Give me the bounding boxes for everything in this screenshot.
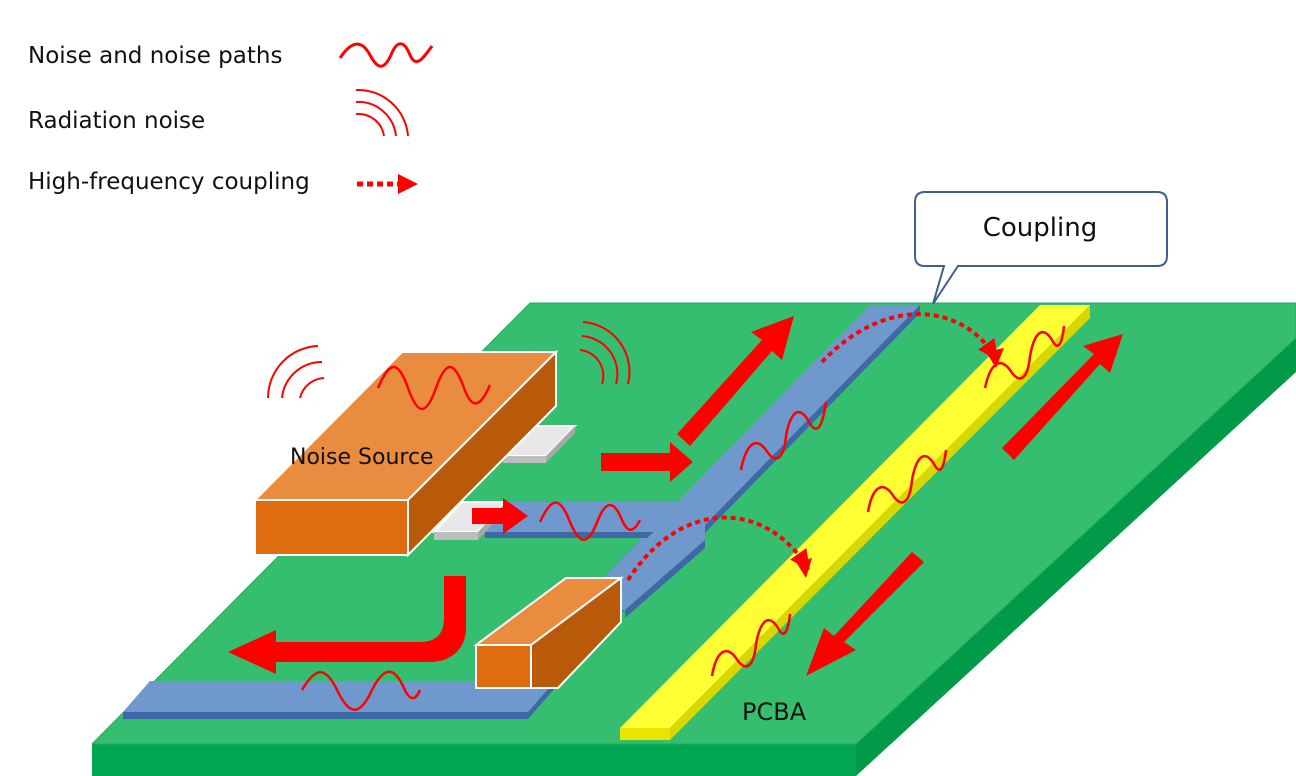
arrow-up-diagonal <box>677 316 794 446</box>
coupling-callout-text: Coupling <box>982 213 1098 243</box>
legend-radiation-label: Radiation noise <box>28 108 206 134</box>
legend-radiation-arcs-icon <box>355 88 409 137</box>
sine-wave-icon-component <box>376 366 492 410</box>
noise-source-front <box>254 499 409 556</box>
noise-source-label: Noise Source <box>290 445 434 470</box>
legend-sine-wave-icon <box>338 42 434 68</box>
legend-dotted-arrow-icon <box>357 174 418 194</box>
dotted-arrow-head-bottom <box>796 558 812 578</box>
sine-wave-icon-strip-bottom <box>710 613 792 677</box>
sine-wave-icon-strip-middle <box>866 449 948 513</box>
arrow-right-up <box>1002 334 1123 460</box>
noise-source-component <box>252 349 559 558</box>
dotted-arrow-head-top <box>986 348 1004 368</box>
pcba-label: PCBA <box>742 698 807 726</box>
arrow-down-left <box>806 552 924 676</box>
small-component <box>472 576 625 689</box>
dotted-arrow-icon-top <box>820 312 998 364</box>
radiation-arcs-left <box>267 345 325 399</box>
board-front-edge <box>92 744 856 776</box>
radiation-arcs-right <box>579 321 631 385</box>
arrow-to-diagonal <box>601 442 693 482</box>
flow-arrows <box>228 316 1123 676</box>
legend-noise-paths-label: Noise and noise paths <box>28 43 283 69</box>
noise-source-side <box>407 349 557 558</box>
coupling-dotted-arrows <box>626 312 998 582</box>
yellow-strip <box>620 305 1090 740</box>
arrow-bend-left <box>228 576 466 674</box>
sine-wave-icon-diagonal-trace <box>739 401 828 471</box>
board-side-edge <box>856 338 1296 776</box>
noise-waves <box>300 325 1066 711</box>
legend-coupling-label: High-frequency coupling <box>28 169 310 195</box>
arrow-to-stub <box>472 498 528 534</box>
sine-wave-icon-bottom-trace <box>300 670 422 711</box>
coupling-callout <box>914 191 1168 305</box>
sine-wave-icon-strip-top <box>983 325 1066 389</box>
sine-wave-icon-stub <box>538 501 642 541</box>
